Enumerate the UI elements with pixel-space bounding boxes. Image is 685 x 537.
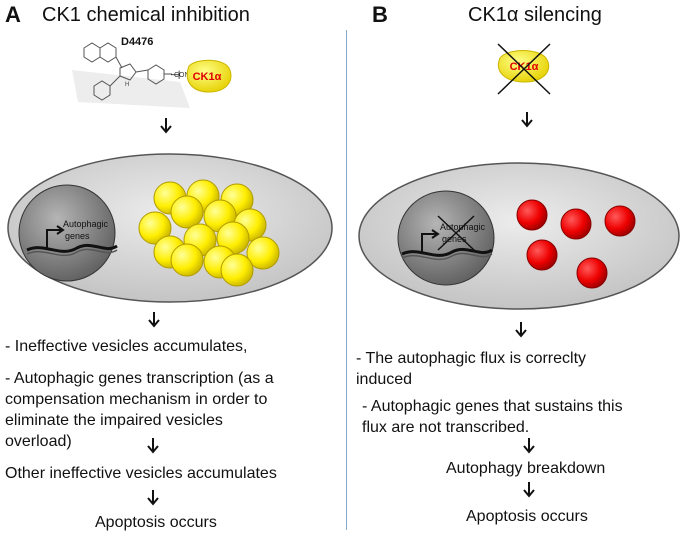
cell-a: Autophagic genes xyxy=(7,153,333,303)
panel-a-step-2-line-3: eliminate the impaired vesicles xyxy=(5,412,223,429)
ck1a-label-a: CK1α xyxy=(193,71,222,83)
cell-b: Autophagic genes xyxy=(358,162,680,310)
panel-a-title: CK1 chemical inhibition xyxy=(42,4,250,26)
panel-a-step-2-line-2: compensation mechanism in order to xyxy=(5,391,268,408)
down-arrow-icon xyxy=(523,438,535,454)
panel-a-step-3: Other ineffective vesicles accumulates xyxy=(5,465,277,482)
nucleus-b xyxy=(397,190,495,286)
panel-b-step-2-line-1: - Autophagic genes that sustains this xyxy=(362,398,623,415)
panel-b-step-3: Autophagy breakdown xyxy=(446,460,606,477)
panel-b-step-2-line-2: flux are not transcribed. xyxy=(362,419,530,436)
panel-b-step-4: Apoptosis occurs xyxy=(466,508,588,525)
panel-a-step-1: - Ineffective vesicles accumulates, xyxy=(5,338,248,355)
panel-a-step-2-line-1: - Autophagic genes transcription (as a xyxy=(5,370,274,387)
vesicles-yellow xyxy=(138,179,280,287)
panel-divider xyxy=(346,30,347,530)
compound-name: D4476 xyxy=(121,36,154,48)
d4476-structure: H CONH₂ xyxy=(72,42,198,108)
svg-text:H: H xyxy=(125,82,129,88)
genes-blocked-x-icon xyxy=(437,215,475,251)
ck1a-kinase-b: CK1α xyxy=(497,43,551,95)
nucleus-b-label-2: genes xyxy=(442,234,467,244)
down-arrow-icon xyxy=(523,482,535,498)
down-arrow-icon xyxy=(148,312,160,328)
ck1a-kinase-a: CK1α xyxy=(186,59,232,93)
down-arrow-icon xyxy=(160,118,172,134)
silenced-x-icon xyxy=(497,43,551,95)
panel-a-step-2-line-4: overload) xyxy=(5,433,72,450)
compound-group-label: CONH₂ xyxy=(174,72,198,79)
panel-b-step-1-line-1: - The autophagic flux is correclty xyxy=(356,350,587,367)
nucleus-a xyxy=(18,184,116,282)
down-arrow-icon xyxy=(521,112,533,128)
vesicles-red xyxy=(516,199,636,289)
down-arrow-icon xyxy=(147,438,159,454)
ck1a-label-b: CK1α xyxy=(510,61,539,73)
inhibit-bar-icon: ⊣ xyxy=(170,68,181,82)
down-arrow-icon xyxy=(147,490,159,506)
panel-a-step-4: Apoptosis occurs xyxy=(95,514,217,531)
down-arrow-icon xyxy=(515,322,527,338)
panel-b-title: CK1α silencing xyxy=(468,4,602,26)
nucleus-a-label-2: genes xyxy=(65,231,90,241)
nucleus-a-label-1: Autophagic xyxy=(63,219,109,229)
panel-b-letter: B xyxy=(372,2,388,27)
panel-a-letter: A xyxy=(5,2,21,27)
panel-b-step-1-line-2: induced xyxy=(356,371,413,388)
